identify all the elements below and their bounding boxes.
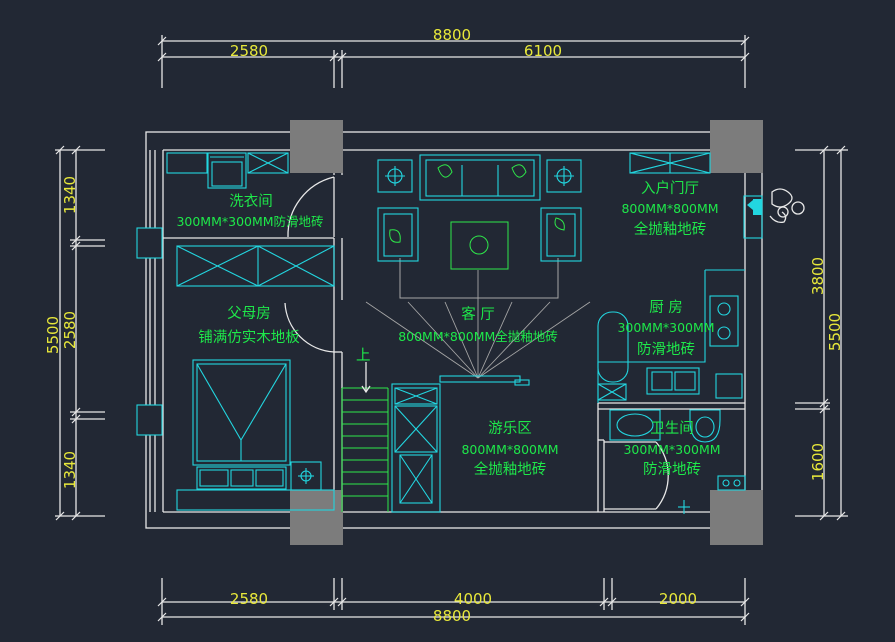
dim-top-total: 8800 (433, 26, 471, 44)
bathroom-furniture (609, 409, 746, 514)
laundry-floor: 300MM*300MM防滑地砖 (176, 214, 323, 229)
living-room-floor: 800MM*800MM全抛釉地砖 (398, 329, 558, 344)
structural-columns (136, 120, 763, 545)
living-room-name: 客 厅 (461, 306, 495, 323)
dim-right-total: 5500 (826, 313, 844, 351)
dim-right-bottom: 1600 (809, 443, 827, 481)
play-area-floor-type: 全抛釉地砖 (474, 460, 547, 478)
dim-top-left: 2580 (230, 42, 268, 60)
column-bottom-right (710, 490, 763, 545)
dim-left-mid: 2580 (61, 311, 79, 349)
dim-bottom-mid: 4000 (454, 590, 492, 608)
doors (284, 176, 763, 510)
entrance-furniture (629, 152, 805, 224)
laundry-furniture (166, 152, 289, 189)
parents-room-furniture (176, 245, 335, 511)
room-labels: 洗衣间 300MM*300MM防滑地砖 入户门厅 800MM*800MM 全抛釉… (176, 180, 720, 478)
kitchen-floor-type: 防滑地砖 (637, 341, 695, 358)
stair-up-label: 上 (356, 347, 371, 364)
play-area-name: 游乐区 (488, 420, 532, 437)
stairs: 上 (341, 347, 441, 513)
dim-top-right: 6100 (524, 42, 562, 60)
dim-left-total: 5500 (44, 316, 62, 354)
dim-bottom-total: 8800 (433, 607, 471, 625)
dim-bottom-left: 2580 (230, 590, 268, 608)
living-room-furniture (365, 154, 591, 386)
top-dimensions: 8800 2580 6100 (157, 26, 750, 88)
laundry-name: 洗衣间 (229, 193, 273, 210)
parents-room-name: 父母房 (227, 305, 271, 322)
entrance-floor-type: 全抛釉地砖 (634, 220, 707, 238)
dim-right-top: 3800 (809, 257, 827, 295)
kitchen-furniture (597, 269, 745, 403)
right-dimensions: 3800 5500 1600 (795, 145, 848, 521)
entrance-name: 入户门厅 (641, 180, 699, 197)
exterior-walls (145, 131, 763, 529)
bathroom-floor-type: 防滑地砖 (643, 461, 701, 478)
column-top-left (290, 120, 343, 173)
dim-left-top: 1340 (61, 176, 79, 214)
kitchen-floor-size: 300MM*300MM (617, 320, 714, 335)
dim-left-bottom: 1340 (61, 451, 79, 489)
bottom-dimensions: 2580 4000 2000 8800 (157, 578, 750, 625)
left-dimensions: 5500 1340 2580 1340 (44, 145, 105, 521)
dim-bottom-right: 2000 (659, 590, 697, 608)
bathroom-name: 卫生间 (650, 420, 694, 437)
person-icon (771, 188, 793, 208)
column-top-right (710, 120, 763, 173)
kitchen-name: 厨 房 (649, 299, 683, 316)
entrance-floor-size: 800MM*800MM (621, 201, 718, 216)
parents-room-floor: 铺满仿实木地板 (198, 328, 300, 346)
bathroom-floor-size: 300MM*300MM (623, 442, 720, 457)
column-bottom-left (290, 490, 343, 545)
play-area-floor-size: 800MM*800MM (461, 442, 558, 457)
